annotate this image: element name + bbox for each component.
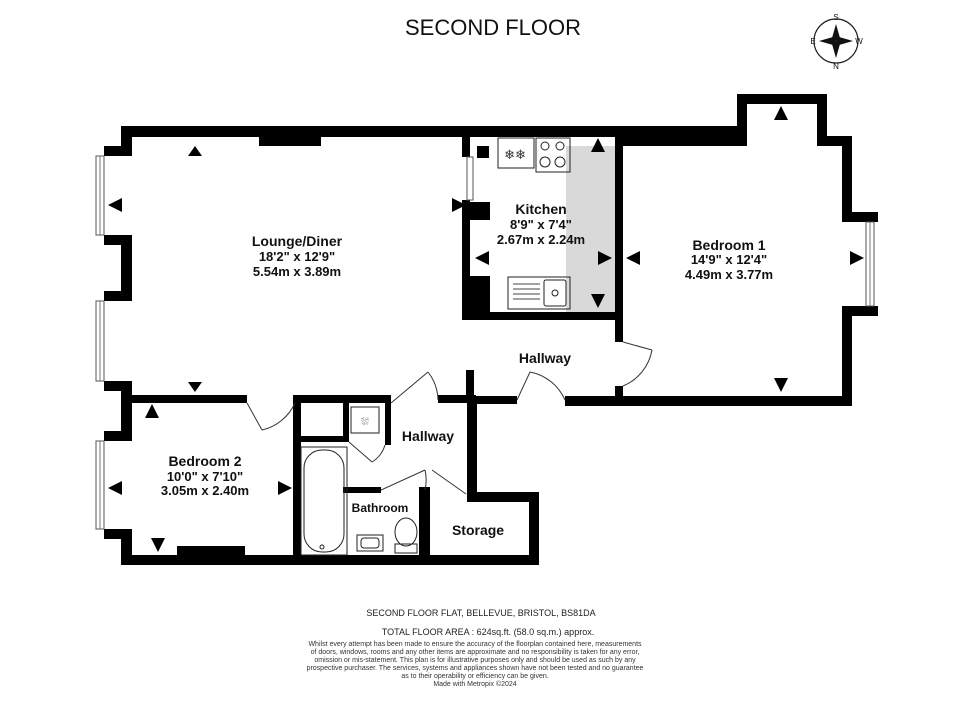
disclaimer-line: omission or mis-statement. This plan is … (314, 657, 636, 664)
lounge-name: Lounge/Diner (252, 233, 343, 249)
bedroom2-name: Bedroom 2 (168, 453, 241, 469)
lounge-imperial: 18'2" x 12'9" (259, 249, 335, 264)
bedroom1-metric: 4.49m x 3.77m (685, 267, 773, 282)
disclaimer-line: of doors, windows, rooms and any other i… (311, 649, 640, 656)
room-kitchen: Kitchen 8'9" x 7'4" 2.67m x 2.24m (497, 201, 585, 247)
bathroom-fittings: ⛆ (300, 406, 418, 556)
compass-s-label: S (833, 13, 838, 22)
disclaimer-line: as to their operability or efficiency ca… (401, 673, 548, 680)
bedroom1-imperial: 14'9" x 12'4" (691, 252, 767, 267)
kitchen-name: Kitchen (515, 201, 566, 217)
internal-walls (121, 136, 623, 565)
freezer-icon: ❄❄ (504, 147, 526, 162)
hallway-main-name: Hallway (519, 350, 571, 366)
bedroom2-imperial: 10'0" x 7'10" (167, 469, 243, 484)
kitchen-metric: 2.67m x 2.24m (497, 232, 585, 247)
footer-disclaimer: Whilst every attempt has been made to en… (307, 641, 644, 688)
doors (246, 341, 653, 495)
bathroom-name: Bathroom (352, 501, 409, 515)
washer-icon: ⛆ (361, 417, 369, 428)
room-lounge: Lounge/Diner 18'2" x 12'9" 5.54m x 3.89m (252, 233, 343, 279)
storage-name: Storage (452, 522, 504, 538)
compass-n-label: N (833, 62, 839, 71)
walls (104, 94, 878, 565)
windows (95, 155, 875, 530)
compass-w-label: W (855, 37, 863, 46)
disclaimer-line: Whilst every attempt has been made to en… (308, 641, 642, 648)
compass-icon: S N E W (810, 13, 863, 71)
dimension-arrows (108, 106, 864, 552)
footer-area: TOTAL FLOOR AREA : 624sq.ft. (58.0 sq.m.… (382, 627, 594, 637)
floor-title: SECOND FLOOR (405, 15, 581, 40)
kitchen-imperial: 8'9" x 7'4" (510, 217, 572, 232)
bedroom2-metric: 3.05m x 2.40m (161, 483, 249, 498)
lounge-metric: 5.54m x 3.89m (253, 264, 341, 279)
hallway-inner-name: Hallway (402, 428, 454, 444)
bedroom1-name: Bedroom 1 (692, 237, 765, 253)
room-bedroom-2: Bedroom 2 10'0" x 7'10" 3.05m x 2.40m (161, 453, 249, 498)
footer-address: SECOND FLOOR FLAT, BELLEVUE, BRISTOL, BS… (366, 608, 595, 618)
disclaimer-line: prospective purchaser. The services, sys… (307, 665, 644, 672)
compass-e-label: E (810, 37, 815, 46)
room-bedroom-1: Bedroom 1 14'9" x 12'4" 4.49m x 3.77m (685, 237, 773, 282)
kitchen-fittings: ❄❄ (477, 137, 615, 312)
disclaimer-line: Made with Metropix ©2024 (433, 680, 516, 688)
